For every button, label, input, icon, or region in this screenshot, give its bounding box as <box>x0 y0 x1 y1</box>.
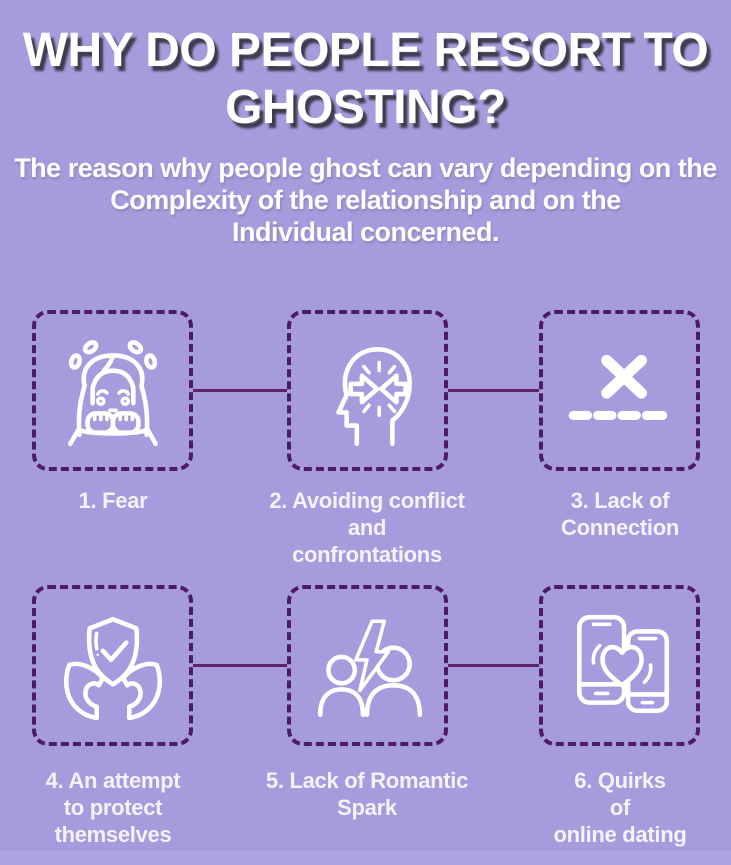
connector-line-4-5 <box>193 664 287 667</box>
title-line-1: WHY DO PEOPLE RESORT TO <box>22 24 709 77</box>
reason-label-protect-themselves: 4. An attempt to protect themselves <box>45 768 181 847</box>
hands-shield-icon <box>63 616 162 720</box>
reason-label-avoiding-conflict: 2. Avoiding conflict and confrontations <box>269 488 465 567</box>
phones-heart-icon <box>576 614 669 713</box>
fearful-girl-icon <box>67 339 158 446</box>
reason-card-fear <box>32 310 193 471</box>
reason-card-lack-of-spark <box>287 585 448 746</box>
reason-label-lack-of-connection: 3. Lack of Connection <box>561 488 679 540</box>
connector-line-5-6 <box>448 664 539 667</box>
reason-label-lack-of-spark: 5. Lack of Romantic Spark <box>265 768 469 820</box>
page-title: WHY DO PEOPLE RESORT TO GHOSTING? <box>0 22 731 136</box>
reason-card-avoiding-conflict <box>287 310 448 471</box>
head-conflict-arrows-icon <box>335 346 412 446</box>
reason-card-lack-of-connection <box>539 310 700 471</box>
title-line-2: GHOSTING? <box>225 81 506 134</box>
connector-line-2-3 <box>448 389 539 392</box>
bottom-strip <box>0 851 731 865</box>
subtitle: The reason why people ghost can vary dep… <box>14 153 717 247</box>
people-lightning-icon <box>317 618 422 717</box>
broken-connection-icon <box>568 354 667 420</box>
reason-card-protect-themselves <box>32 585 193 746</box>
connector-line-1-2 <box>193 389 287 392</box>
reason-card-online-dating <box>539 585 700 746</box>
reason-label-fear: 1. Fear <box>78 488 148 513</box>
reason-label-online-dating: 6. Quirks of online dating <box>553 768 687 847</box>
